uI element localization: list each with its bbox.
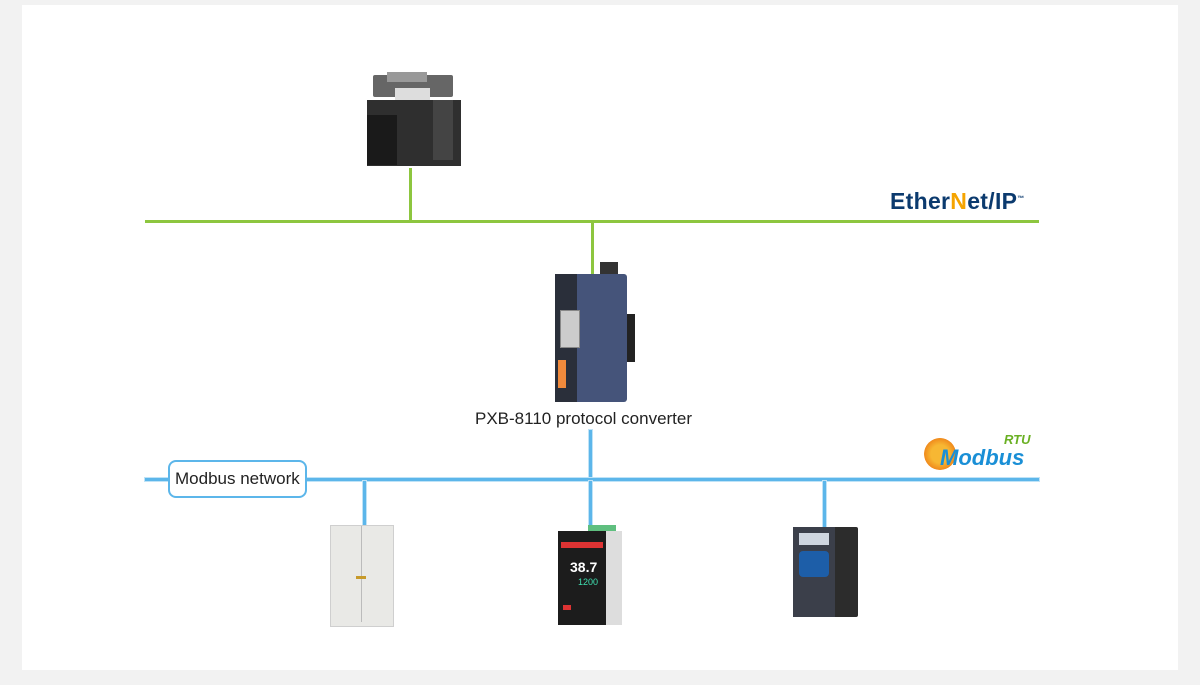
display-primary: 38.7: [570, 559, 598, 575]
ethernet-ip-logo: EtherNet/IP™: [890, 188, 1025, 215]
vfd-drop: [823, 481, 826, 528]
modbus-text: Modbus: [940, 445, 1025, 470]
plc-ethernet-drop: [409, 168, 412, 221]
converter-device-image: [555, 262, 635, 402]
display-secondary: 1200: [578, 577, 599, 587]
converter-ethernet-drop: [591, 222, 594, 274]
logo-text: et/IP: [967, 188, 1018, 214]
modbus-network-label: Modbus network: [168, 460, 307, 498]
converter-label: PXB-8110 protocol converter: [475, 409, 693, 428]
converter-modbus-drop: [589, 430, 592, 479]
energy-storage-cabinet-image: [330, 525, 394, 627]
modbus-rtu-logo: RTU Modbus: [922, 432, 1037, 474]
controller-drop: [589, 481, 592, 525]
cabinet-drop: [363, 481, 366, 525]
trademark: ™: [1017, 195, 1025, 203]
modbus-logo-icon: [924, 438, 956, 470]
ethernet-bus-line: [145, 220, 1039, 223]
temperature-controller-image: 38.7 1200: [558, 525, 622, 625]
plc-device-image: [365, 70, 463, 168]
logo-accent: N: [950, 188, 968, 214]
modbus-bus-line: [145, 478, 1039, 481]
rtu-text: RTU: [1004, 432, 1031, 447]
logo-text: Ether: [890, 188, 951, 214]
frequency-inverter-image: [793, 527, 858, 617]
